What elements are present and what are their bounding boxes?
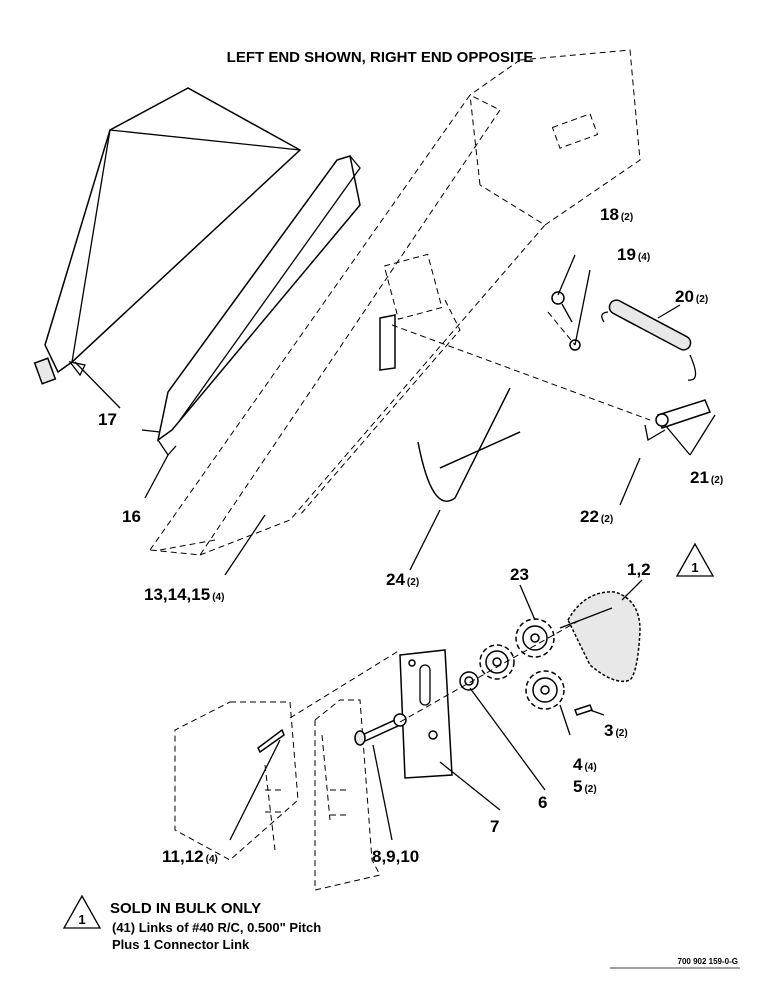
wall-panel-left	[174, 701, 299, 861]
sprocket-part-4	[525, 670, 565, 710]
sprocket-part-23	[515, 618, 555, 658]
flag-triangle-1-2: 1	[675, 542, 715, 577]
note-flag-triangle	[62, 894, 102, 929]
wall-panel-right	[289, 649, 401, 891]
roller-chain-part-1-2	[559, 591, 641, 683]
spring-axis-line	[391, 324, 651, 421]
fastener-axis-line	[547, 311, 576, 346]
callout-11-12: 11,12(4)	[162, 847, 218, 866]
callout-23: 23	[510, 565, 529, 584]
spring-part-20	[601, 299, 697, 381]
bulk-note: 1 SOLD IN BULK ONLY (41) Links of #40 R/…	[62, 894, 321, 952]
clip-part-22	[644, 424, 666, 442]
callout-17: 17	[98, 410, 117, 429]
callout-18: 18(2)	[600, 205, 633, 224]
note-heading: SOLD IN BULK ONLY	[110, 900, 261, 917]
washer-part-6	[459, 671, 479, 691]
svg-text:1: 1	[78, 912, 85, 927]
sprocket-upper	[479, 644, 515, 680]
note-line-2: Plus 1 Connector Link	[112, 937, 250, 952]
callout-16: 16	[122, 507, 141, 526]
svg-text:1: 1	[691, 560, 698, 575]
note-line-1: (41) Links of #40 R/C, 0.500" Pitch	[112, 920, 321, 935]
leader-lines	[68, 254, 716, 841]
eyebolt-part-18	[551, 291, 573, 323]
shield-panel-part-17	[33, 87, 302, 385]
callout-4: 4(4)	[573, 755, 597, 774]
callout-3: 3(2)	[604, 721, 628, 740]
screw-part-11-12	[257, 728, 285, 754]
callout-8-9-10: 8,9,10	[372, 847, 419, 866]
callout-6: 6	[538, 793, 547, 812]
callout-5: 5(2)	[573, 777, 597, 796]
callout-21: 21(2)	[690, 468, 723, 487]
callout-19: 19(4)	[617, 245, 650, 264]
shaft-axis-line	[399, 619, 581, 723]
drawing-number: 700 902 159-0-G	[678, 957, 739, 966]
pin-part-21	[655, 399, 712, 429]
callout-1-2: 1,2	[627, 560, 651, 579]
bolt-part-8-9-10	[354, 713, 407, 746]
u-tube-part-24	[417, 387, 521, 502]
key-part-3	[574, 704, 593, 716]
post	[379, 314, 396, 371]
angle-bracket-part-16	[141, 155, 361, 457]
callout-7: 7	[490, 817, 499, 836]
callout-13-14-15: 13,14,15(4)	[144, 585, 224, 604]
header-frame-outline	[149, 49, 641, 556]
callout-24: 24(2)	[386, 570, 419, 589]
mounting-plate-part-7	[399, 649, 453, 779]
callout-22: 22(2)	[580, 507, 613, 526]
callout-20: 20(2)	[675, 287, 708, 306]
diagram-title: LEFT END SHOWN, RIGHT END OPPOSITE	[227, 49, 534, 66]
